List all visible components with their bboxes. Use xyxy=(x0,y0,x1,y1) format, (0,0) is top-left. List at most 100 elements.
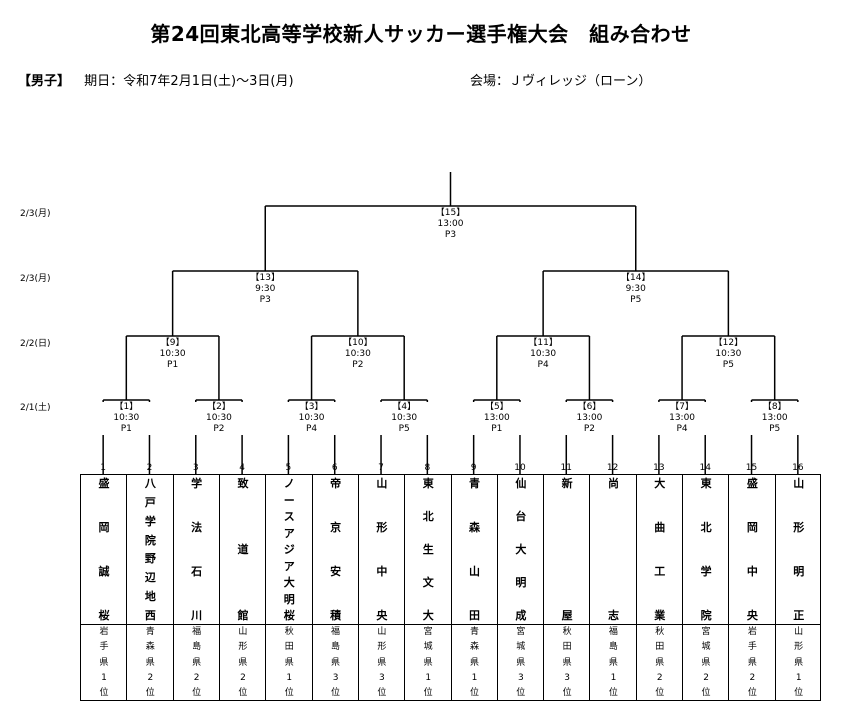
round-date: 2/3(月) xyxy=(20,274,51,284)
team-name: 尚志 xyxy=(607,477,619,622)
venue-label: 会場：Ｊヴィレッジ（ローン） xyxy=(470,74,652,89)
column-divider xyxy=(218,475,220,700)
column-divider xyxy=(589,475,591,700)
team-name: 盛岡中央 xyxy=(746,477,758,622)
match-time: 9:30 xyxy=(255,284,276,294)
column-divider xyxy=(126,475,128,700)
column-divider xyxy=(774,475,776,700)
seed-number: 9 xyxy=(470,463,477,473)
seed-number: 13 xyxy=(653,463,665,473)
column-divider xyxy=(311,475,313,700)
match-time: 10:30 xyxy=(344,349,371,359)
column-divider xyxy=(265,475,267,700)
match-no: 【2】 xyxy=(207,402,231,412)
team-name: 新屋 xyxy=(561,477,573,622)
match-time: 10:30 xyxy=(715,349,742,359)
match-time: 10:30 xyxy=(298,413,325,423)
team-name: 帝京安積 xyxy=(330,477,342,622)
match-no: 【3】 xyxy=(299,402,324,412)
match-pitch: P5 xyxy=(769,424,781,434)
seed-number: 6 xyxy=(331,463,338,473)
seed-number: 1 xyxy=(100,463,107,473)
team-name: 八戸学院野辺地西 xyxy=(144,477,156,622)
seed-number: 15 xyxy=(745,463,758,473)
match-no: 【1】 xyxy=(114,402,139,412)
column-divider xyxy=(450,475,452,700)
team-name: 大曲工業 xyxy=(654,477,666,622)
category-label: 【男子】 xyxy=(18,74,71,89)
team-name: 仙台大明成 xyxy=(515,477,527,622)
match-no: 【5】 xyxy=(484,402,509,412)
team-name: 山形明正 xyxy=(793,477,805,622)
match-no: 【11】 xyxy=(528,338,558,348)
match-time: 13:00 xyxy=(576,413,603,423)
round-date: 2/1(土) xyxy=(20,403,51,413)
match-time: 10:30 xyxy=(391,413,418,423)
seed-number: 3 xyxy=(192,463,199,473)
match-pitch: P1 xyxy=(491,424,503,434)
match-pitch: P4 xyxy=(676,424,688,434)
match-pitch: P2 xyxy=(352,360,364,370)
column-divider xyxy=(543,475,545,700)
event-info: 【男子】 期日：令和7年2月1日(土)～3日(月) xyxy=(18,70,294,89)
seed-number: 12 xyxy=(606,463,619,473)
match-pitch: P4 xyxy=(537,360,549,370)
match-no: 【15】 xyxy=(435,208,466,218)
column-divider xyxy=(728,475,730,700)
seed-number: 4 xyxy=(239,463,245,473)
match-pitch: P1 xyxy=(120,424,132,434)
match-pitch: P3 xyxy=(444,230,457,240)
team-name: 学法石川 xyxy=(191,477,203,622)
match-no: 【9】 xyxy=(160,338,185,348)
column-divider xyxy=(357,475,359,700)
seed-number: 5 xyxy=(285,463,292,473)
match-pitch: P1 xyxy=(167,360,179,370)
seed-number: 7 xyxy=(378,463,384,473)
match-time: 13:00 xyxy=(761,413,788,423)
match-pitch: P2 xyxy=(583,424,596,434)
match-no: 【13】 xyxy=(250,273,280,283)
match-time: 10:30 xyxy=(205,413,232,423)
round-date: 2/2(日) xyxy=(20,339,51,349)
team-name: 致道館 xyxy=(237,477,249,622)
team-name: 山形中央 xyxy=(376,477,388,622)
seed-number: 11 xyxy=(560,463,572,473)
round-date: 2/3(月) xyxy=(20,209,51,219)
column-divider xyxy=(172,475,174,700)
match-time: 13:00 xyxy=(483,413,510,423)
seed-number: 14 xyxy=(699,463,711,473)
team-name: 青森山田 xyxy=(469,477,480,622)
match-pitch: P5 xyxy=(630,295,642,305)
